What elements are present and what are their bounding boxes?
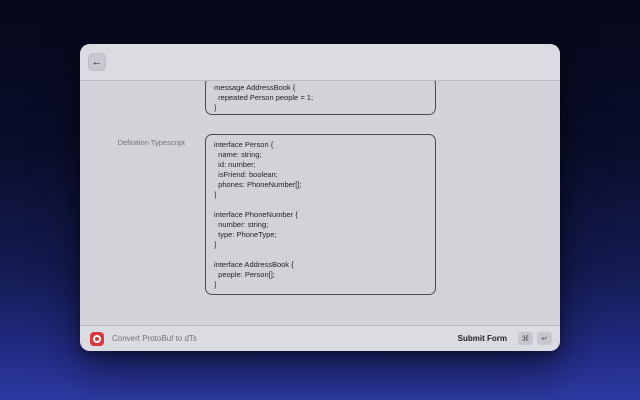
typescript-field-label: Definition Typescript: [117, 138, 185, 147]
record-target-icon: [90, 331, 104, 346]
action-bar: Convert ProtoBuf to dTs Submit Form ⌘ ↵: [80, 325, 560, 351]
submit-form-button[interactable]: Submit Form: [457, 334, 507, 343]
command-key-icon[interactable]: ⌘: [518, 332, 533, 345]
back-button[interactable]: ←: [88, 53, 106, 71]
raycast-form-window: ← message AddressBook { repeated Person …: [80, 44, 560, 351]
record-target-icon-ring: [93, 334, 101, 343]
typescript-code-text: interface Person { name: string; id: num…: [214, 140, 302, 289]
typescript-definition-field[interactable]: interface Person { name: string; id: num…: [205, 134, 436, 295]
titlebar: ←: [80, 44, 560, 81]
return-key-icon[interactable]: ↵: [537, 332, 552, 345]
form-scroll-area[interactable]: message AddressBook { repeated Person pe…: [80, 81, 560, 325]
back-arrow-icon: ←: [91, 55, 103, 68]
protobuf-code-text: message AddressBook { repeated Person pe…: [214, 83, 314, 112]
protobuf-definition-field[interactable]: message AddressBook { repeated Person pe…: [205, 81, 436, 115]
command-title: Convert ProtoBuf to dTs: [112, 334, 197, 343]
